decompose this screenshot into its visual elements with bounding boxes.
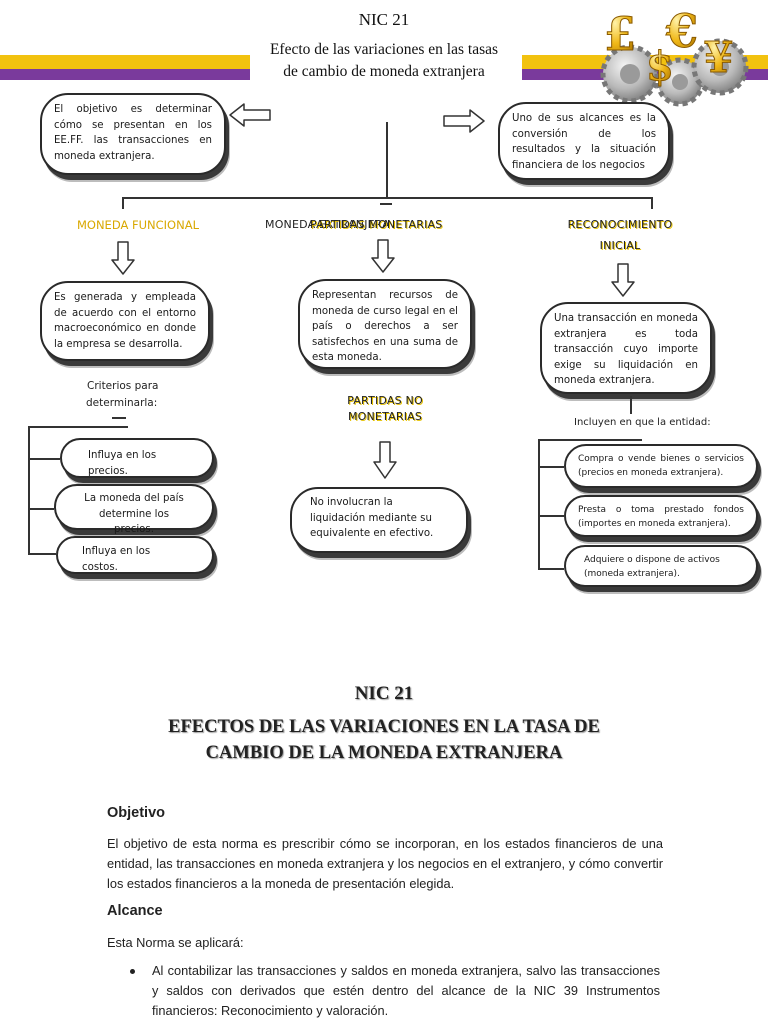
recognition-heading-line2: INICIAL xyxy=(599,239,641,252)
pound-symbol: £ xyxy=(604,7,636,61)
includes-item: Adquiere o dispone de activos (moneda ex… xyxy=(564,545,758,587)
header-bar-yellow-left xyxy=(0,55,250,69)
document-title: NIC 21 xyxy=(354,683,414,704)
foreign-currency-heading: MONEDA EXTRANJERA xyxy=(265,218,390,231)
monetary-items-cloud: Representan recursos de moneda de curso … xyxy=(298,279,472,369)
connector-line xyxy=(538,439,540,569)
header-bar-purple-left xyxy=(0,69,250,80)
connector-line xyxy=(122,197,124,209)
objective-heading: Objetivo xyxy=(107,805,166,821)
scope-intro: Esta Norma se aplicará: xyxy=(107,935,244,950)
connector-line xyxy=(28,553,56,555)
connector-line xyxy=(122,197,652,199)
connector-line xyxy=(112,417,126,419)
dollar-symbol: $ xyxy=(646,43,674,90)
connector-line xyxy=(380,203,392,205)
criteria-label-line1: Criterios para xyxy=(87,380,159,392)
objective-cloud: El objetivo es determinar cómo se presen… xyxy=(40,93,226,175)
criteria-item: La moneda del país determine los precios… xyxy=(54,484,214,535)
non-monetary-cloud: No involucran la liquidación mediante su… xyxy=(290,487,468,553)
includes-label: Incluyen en que la entidad: xyxy=(574,417,711,428)
criteria-label-line2: determinarla: xyxy=(86,397,158,409)
non-monetary-heading-line1: PARTIDAS NO xyxy=(347,394,423,407)
recognition-heading-line1: RECONOCIMIENTO xyxy=(567,218,673,231)
hand-drawn-arrow-icon xyxy=(111,241,135,275)
hand-drawn-arrow-icon xyxy=(371,239,395,273)
hand-drawn-arrow-icon xyxy=(443,109,485,133)
monetary-items-heading: PARTIDAS MONETARIAS xyxy=(310,218,443,231)
connector-line xyxy=(28,508,54,510)
criteria-item: Influya en los precios. xyxy=(60,438,214,478)
objective-paragraph: El objetivo de esta norma es prescribir … xyxy=(107,836,663,891)
connector-line xyxy=(538,439,642,441)
document-heading-line1: EFECTOS DE LAS VARIACIONES EN LA TASA DE xyxy=(168,717,600,737)
page-subtitle-line1: Efecto de las variaciones en las tasas xyxy=(269,41,499,58)
euro-symbol: € xyxy=(665,4,698,58)
connector-line xyxy=(386,122,388,198)
includes-item: Compra o vende bienes o servicios (preci… xyxy=(564,444,758,488)
scope-bullet-text: Al contabilizar las transacciones y sald… xyxy=(152,963,660,1018)
connector-line xyxy=(28,458,60,460)
non-monetary-heading-line2: MONETARIAS xyxy=(347,410,423,423)
page-title: NIC 21 xyxy=(358,10,410,29)
includes-item: Presta o toma prestado fondos (importes … xyxy=(564,495,758,537)
connector-line xyxy=(28,426,128,428)
functional-currency-cloud: Es generada y empleada de acuerdo con el… xyxy=(40,281,210,361)
connector-line xyxy=(538,515,564,517)
document-heading-line2: CAMBIO DE LA MONEDA EXTRANJERA xyxy=(205,743,563,763)
scope-heading: Alcance xyxy=(107,903,163,919)
hand-drawn-arrow-icon xyxy=(229,103,271,127)
connector-line xyxy=(538,568,564,570)
functional-currency-heading: MONEDA FUNCIONAL xyxy=(76,218,199,232)
bullet-icon xyxy=(130,969,135,974)
yen-symbol: ¥ xyxy=(704,33,733,82)
page-subtitle-line2: de cambio de moneda extranjera xyxy=(283,63,485,80)
connector-line xyxy=(28,426,30,554)
scope-cloud: Uno de sus alcances es la conversión de … xyxy=(498,102,670,180)
connector-line xyxy=(651,197,653,209)
hand-drawn-arrow-icon xyxy=(373,441,397,479)
criteria-item: Influya en los costos. xyxy=(56,536,214,574)
recognition-cloud: Una transacción en moneda extranjera es … xyxy=(540,302,712,394)
connector-line xyxy=(630,396,632,414)
hand-drawn-arrow-icon xyxy=(611,263,635,297)
connector-line xyxy=(538,466,564,468)
currency-gears-icon: £ $ € ¥ xyxy=(600,4,749,107)
